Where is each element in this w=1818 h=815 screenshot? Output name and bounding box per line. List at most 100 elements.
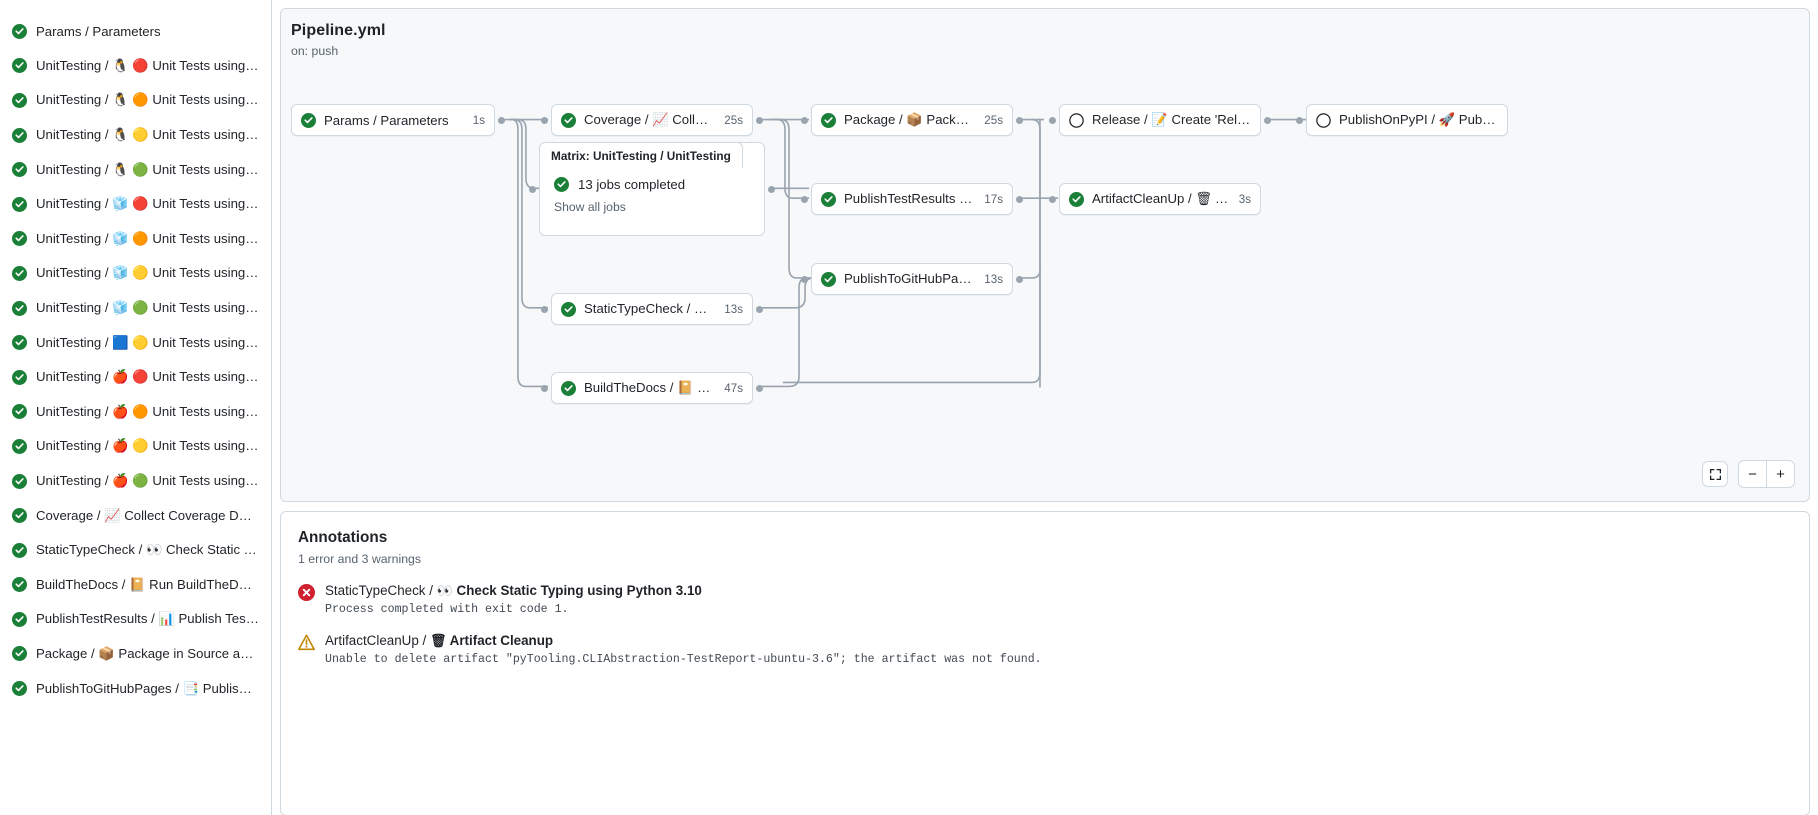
sidebar-job-item[interactable]: UnitTesting / 🟦 🟡 Unit Tests using Pyth.… [4, 325, 267, 360]
sidebar-job-item[interactable]: UnitTesting / 🍎 🟢 Unit Tests using Pyth.… [4, 464, 267, 499]
sidebar-job-item[interactable]: UnitTesting / 🧊 🟡 Unit Tests using Pyth.… [4, 256, 267, 291]
graph-node-artifact[interactable]: ArtifactCleanUp / 🗑 Artifac...3s [1049, 183, 1261, 215]
sidebar-job-item[interactable]: Package / 📦 Package in Source and Wh... [4, 637, 267, 672]
annotation-message: Process completed with exit code 1. [325, 603, 569, 616]
annotation-emoji-icon: 👀 [436, 583, 453, 598]
sidebar-job-item[interactable]: UnitTesting / 🍎 🔴 Unit Tests using Pyth.… [4, 360, 267, 395]
sidebar-job-item[interactable]: UnitTesting / 🍎 🟡 Unit Tests using Pyth.… [4, 429, 267, 464]
sidebar-job-item[interactable]: UnitTesting / 🧊 🟠 Unit Tests using Pyth.… [4, 222, 267, 257]
graph-node-port-right [756, 305, 763, 313]
sidebar-job-item[interactable]: PublishToGitHubPages / 📑 Publish to G... [4, 671, 267, 706]
graph-node-pypi[interactable]: PublishOnPyPI / 🚀 Publish to ... [1296, 104, 1508, 136]
sidebar-job-item[interactable]: UnitTesting / 🐧 🟡 Unit Tests using Pyth.… [4, 118, 267, 153]
sidebar-job-label: Package / 📦 Package in Source and Wh... [36, 645, 259, 661]
sidebar-job-label: PublishTestResults / 📊 Publish Test Resu… [36, 611, 259, 627]
sidebar-job-item[interactable]: PublishTestResults / 📊 Publish Test Resu… [4, 602, 267, 637]
annotation-step-name: Artifact Cleanup [446, 633, 554, 648]
graph-node-port-right [1016, 195, 1023, 203]
graph-node-port-right [1016, 275, 1023, 283]
graph-node-builddocs[interactable]: BuildTheDocs / 📔 Run Buil...47s [541, 372, 763, 404]
sidebar-job-item[interactable]: StaticTypeCheck / 👀 Check Static Typing.… [4, 533, 267, 568]
sidebar-job-item[interactable]: Coverage / 📈 Collect Coverage Data usi..… [4, 498, 267, 533]
workflow-graph-card: Pipeline.yml on: push [280, 8, 1810, 502]
sidebar-job-label: UnitTesting / 🍎 🟢 Unit Tests using Pyth.… [36, 473, 259, 489]
success-check-icon [12, 542, 27, 558]
graph-node-label: StaticTypeCheck / 👀 Chec... [584, 301, 715, 316]
annotation-job-prefix: StaticTypeCheck / [325, 583, 437, 598]
graph-node-duration: 17s [984, 192, 1003, 206]
annotation-body: StaticTypeCheck / 👀 Check Static Typing … [325, 583, 1793, 616]
sidebar-job-label: UnitTesting / 🐧 🟡 Unit Tests using Pyth.… [36, 127, 259, 143]
success-check-icon [12, 508, 27, 524]
success-check-icon [821, 112, 836, 128]
success-check-icon [12, 58, 27, 74]
graph-node-release[interactable]: Release / 📝 Create 'Release P... [1049, 104, 1271, 136]
graph-node-port-right [1016, 116, 1023, 124]
success-check-icon [1069, 191, 1084, 207]
show-all-jobs-link[interactable]: Show all jobs [554, 200, 626, 214]
graph-edges [499, 118, 1307, 388]
graph-node-publishpages[interactable]: PublishToGitHubPages / 📑 ...13s [801, 263, 1023, 295]
sidebar-job-item[interactable]: UnitTesting / 🧊 🟢 Unit Tests using Pyth.… [4, 291, 267, 326]
graph-node-port-left [541, 116, 548, 124]
matrix-summary-row[interactable]: 13 jobs completed [554, 177, 764, 192]
matrix-group-unittesting[interactable]: Matrix: UnitTesting / UnitTesting 13 job… [529, 142, 775, 236]
success-check-icon [12, 162, 27, 178]
graph-node-port-right [1264, 116, 1271, 124]
sidebar-job-item[interactable]: UnitTesting / 🐧 🟢 Unit Tests using Pyth.… [4, 152, 267, 187]
graph-node-port-left [1049, 195, 1056, 203]
success-check-icon [561, 112, 576, 128]
sidebar-job-item[interactable]: Params / Parameters [4, 14, 267, 49]
graph-node-duration: 3s [1238, 192, 1251, 206]
sidebar-job-item[interactable]: UnitTesting / 🐧 🟠 Unit Tests using Pyth.… [4, 83, 267, 118]
graph-node-port-left [801, 195, 808, 203]
sidebar-job-item[interactable]: UnitTesting / 🐧 🔴 Unit Tests using Pyth.… [4, 49, 267, 84]
success-check-icon [12, 127, 27, 143]
graph-node-package[interactable]: Package / 📦 Package in So...25s [801, 104, 1023, 136]
success-check-icon [12, 369, 27, 385]
graph-node-coverage[interactable]: Coverage / 📈 Collect Cove...25s [541, 104, 763, 136]
success-check-icon [554, 177, 569, 192]
graph-node-label: Coverage / 📈 Collect Cove... [584, 112, 715, 127]
graph-node-duration: 1s [472, 113, 485, 127]
success-check-icon [561, 380, 576, 396]
sidebar-job-item[interactable]: UnitTesting / 🧊 🔴 Unit Tests using Pyth.… [4, 187, 267, 222]
zoom-out-button[interactable]: − [1748, 465, 1757, 483]
graph-node-port-left [541, 305, 548, 313]
fullscreen-icon[interactable] [1702, 461, 1728, 487]
sidebar-job-item[interactable]: BuildTheDocs / 📔 Run BuildTheDocs [4, 568, 267, 603]
graph-node-statictype[interactable]: StaticTypeCheck / 👀 Chec...13s [541, 293, 763, 325]
success-check-icon [12, 577, 27, 593]
sidebar-job-label: UnitTesting / 🐧 🟠 Unit Tests using Pyth.… [36, 92, 259, 108]
annotations-subtitle: 1 error and 3 warnings [298, 552, 422, 566]
success-check-icon [12, 681, 27, 697]
graph-node-publishtest[interactable]: PublishTestResults / 📊 Pu...17s [801, 183, 1023, 215]
annotations-card: Annotations 1 error and 3 warnings Stati… [280, 511, 1810, 815]
annotation-row[interactable]: StaticTypeCheck / 👀 Check Static Typing … [281, 566, 1809, 616]
zoom-in-button[interactable]: + [1776, 465, 1785, 483]
success-check-icon [12, 265, 27, 281]
matrix-summary-label: 13 jobs completed [578, 177, 686, 192]
pending-circle-icon [1316, 112, 1331, 128]
error-icon [298, 584, 315, 601]
graph-node-label: Release / 📝 Create 'Release P... [1092, 112, 1251, 127]
graph-node-port-right [498, 116, 505, 124]
sidebar-job-label: PublishToGitHubPages / 📑 Publish to G... [36, 680, 259, 696]
sidebar-job-item[interactable]: UnitTesting / 🍎 🟠 Unit Tests using Pyth.… [4, 395, 267, 430]
success-check-icon [561, 301, 576, 317]
main-content: Pipeline.yml on: push [272, 0, 1818, 815]
annotations-list: StaticTypeCheck / 👀 Check Static Typing … [281, 566, 1809, 666]
workflow-trigger: on: push [291, 44, 339, 58]
workflow-title: Pipeline.yml [291, 22, 386, 39]
graph-node-port-left [1049, 116, 1056, 124]
success-check-icon [12, 92, 27, 108]
graph-zoom-controls[interactable]: − + [1702, 460, 1795, 488]
sidebar-job-label: UnitTesting / 🧊 🟢 Unit Tests using Pyth.… [36, 300, 259, 316]
success-check-icon [821, 271, 836, 287]
sidebar-job-label: UnitTesting / 🟦 🟡 Unit Tests using Pyth.… [36, 334, 259, 350]
